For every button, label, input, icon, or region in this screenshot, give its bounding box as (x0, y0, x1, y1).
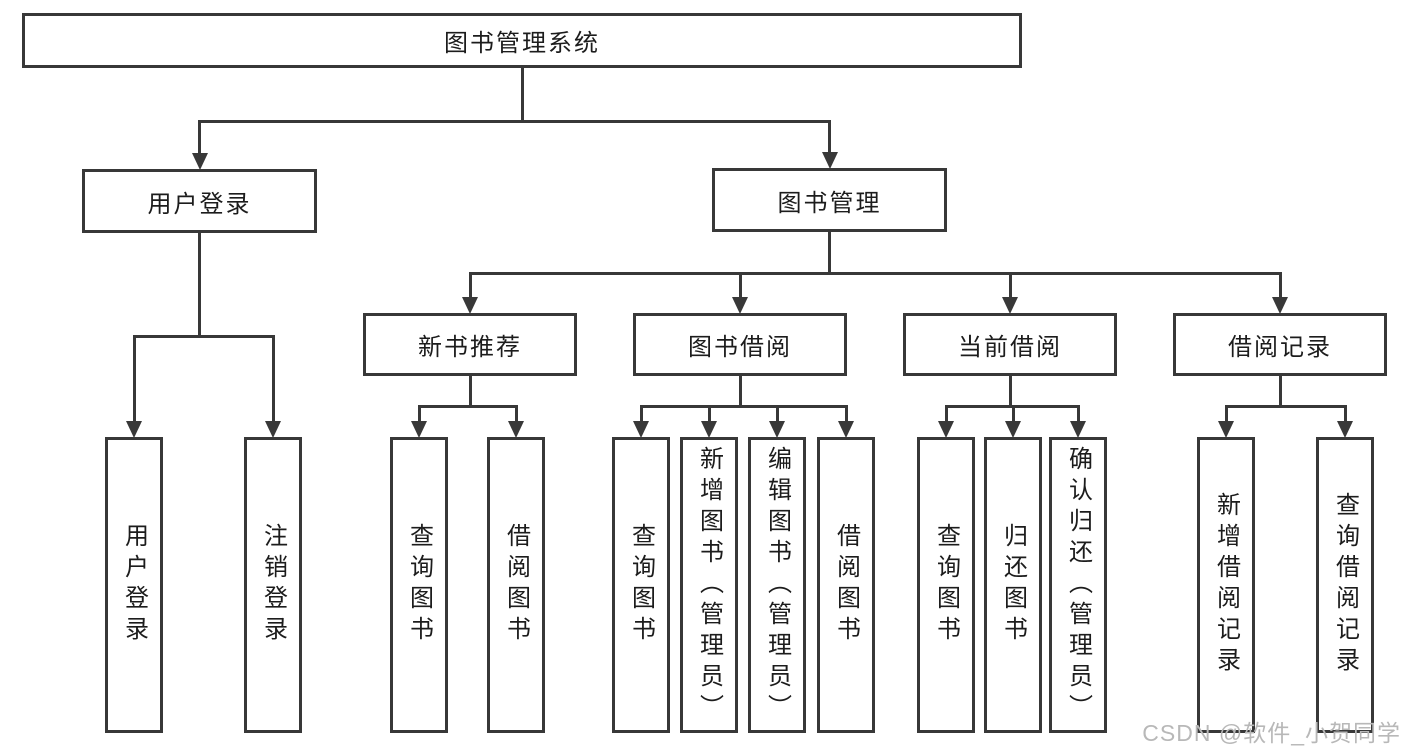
node-nb-query: 查询图书 (390, 437, 448, 733)
arrow-down-icon (769, 421, 785, 438)
connector-line (639, 405, 643, 424)
watermark: CSDN @软件_小贺同学 (1142, 720, 1401, 746)
node-cb-confirm: 确认归还（管理员） (1049, 437, 1107, 733)
node-label: 编辑图书（管理员） (763, 445, 791, 725)
connector-line (198, 231, 201, 338)
connector-line (520, 66, 524, 123)
connector-line (944, 405, 948, 424)
connector-line (738, 272, 742, 300)
arrow-down-icon (126, 421, 142, 438)
arrow-down-icon (191, 153, 208, 170)
node-label: 图书借阅 (688, 334, 792, 361)
node-label: 新增图书（管理员） (695, 445, 723, 725)
node-user-login: 用户登录 (82, 169, 317, 233)
node-label: 查询借阅记录 (1331, 492, 1359, 678)
node-new-book-rec: 新书推荐 (363, 313, 577, 376)
node-current-borrow: 当前借阅 (903, 313, 1117, 376)
connector-rail (639, 405, 848, 408)
node-logout-leaf: 注销登录 (244, 437, 302, 733)
connector-line (828, 120, 831, 155)
node-bb-add: 新增图书（管理员） (680, 437, 738, 733)
node-login-leaf: 用户登录 (105, 437, 163, 733)
arrow-down-icon (1218, 421, 1234, 438)
arrow-down-icon (411, 421, 427, 438)
connector-line (417, 405, 421, 424)
arrow-down-icon (1272, 297, 1288, 314)
node-cb-return: 归还图书 (984, 437, 1042, 733)
node-label: 查询图书 (405, 523, 433, 647)
arrow-down-icon (701, 421, 717, 438)
node-label: 查询图书 (627, 523, 655, 647)
connector-line (844, 405, 848, 424)
node-label: 当前借阅 (958, 334, 1062, 361)
arrow-down-icon (1002, 297, 1018, 314)
node-label: 查询图书 (932, 523, 960, 647)
arrow-down-icon (1070, 421, 1086, 438)
node-borrow-record: 借阅记录 (1173, 313, 1387, 376)
node-label: 新增借阅记录 (1212, 492, 1240, 678)
node-label: 图书管理系统 (444, 30, 600, 57)
arrow-down-icon (462, 297, 478, 314)
node-label: 借阅记录 (1228, 334, 1332, 361)
node-label: 图书管理 (777, 189, 882, 217)
connector-line (1343, 405, 1347, 424)
arrow-down-icon (508, 421, 524, 438)
arrow-down-icon (838, 421, 854, 438)
connector-rail (198, 120, 831, 123)
node-br-add: 新增借阅记录 (1197, 437, 1255, 733)
connector-line (738, 374, 742, 408)
node-br-query: 查询借阅记录 (1316, 437, 1374, 733)
node-root: 图书管理系统 (22, 13, 1022, 68)
arrow-down-icon (732, 297, 748, 314)
node-cb-query: 查询图书 (917, 437, 975, 733)
connector-line (198, 120, 201, 156)
node-label: 用户登录 (120, 523, 148, 647)
arrow-down-icon (1005, 421, 1021, 438)
connector-line (1278, 272, 1282, 300)
node-book-borrow: 图书借阅 (633, 313, 847, 376)
connector-line (828, 230, 831, 275)
arrow-down-icon (265, 421, 281, 438)
node-label: 借阅图书 (502, 523, 530, 647)
connector-line (1076, 405, 1080, 424)
node-nb-borrow: 借阅图书 (487, 437, 545, 733)
node-label: 确认归还（管理员） (1064, 445, 1092, 725)
node-label: 用户登录 (147, 190, 252, 218)
connector-line (1224, 405, 1228, 424)
connector-rail (417, 405, 518, 408)
node-label: 注销登录 (259, 523, 287, 647)
connector-line (707, 405, 711, 424)
node-book-mgmt: 图书管理 (712, 168, 947, 232)
connector-rail (132, 335, 275, 338)
connector-rail (1224, 405, 1347, 408)
node-label: 借阅图书 (832, 523, 860, 647)
node-bb-edit: 编辑图书（管理员） (748, 437, 806, 733)
connector-line (271, 335, 275, 424)
arrow-down-icon (1337, 421, 1353, 438)
node-label: 归还图书 (999, 523, 1027, 647)
connector-line (468, 272, 472, 300)
arrow-down-icon (938, 421, 954, 438)
connector-line (1008, 374, 1012, 408)
connector-line (1008, 272, 1012, 300)
connector-line (775, 405, 779, 424)
connector-line (514, 405, 518, 424)
node-bb-query: 查询图书 (612, 437, 670, 733)
arrow-down-icon (821, 152, 838, 169)
connector-line (468, 374, 472, 408)
connector-line (132, 335, 136, 424)
arrow-down-icon (633, 421, 649, 438)
connector-line (1011, 405, 1015, 424)
connector-rail (468, 272, 1282, 275)
connector-line (1278, 374, 1282, 408)
node-bb-borrow: 借阅图书 (817, 437, 875, 733)
node-label: 新书推荐 (418, 334, 522, 361)
